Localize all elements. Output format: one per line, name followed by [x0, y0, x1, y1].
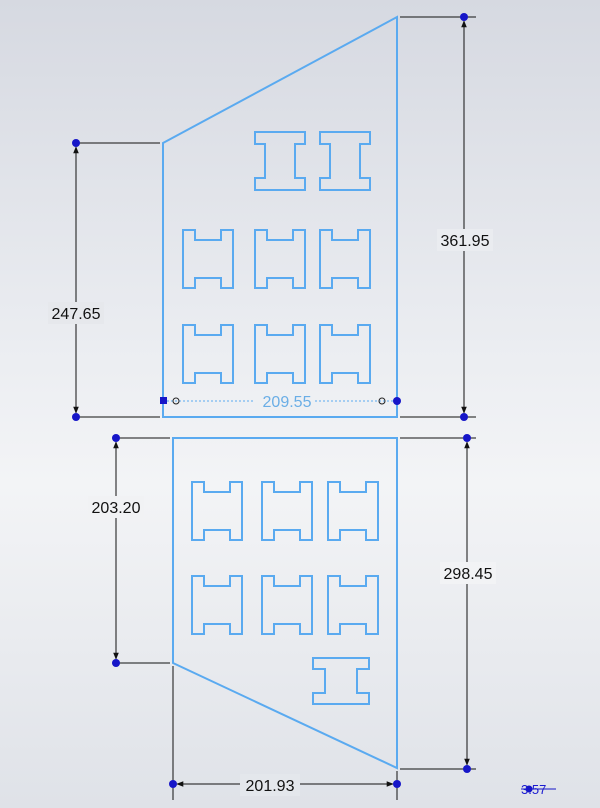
lower-cutouts: [191, 481, 379, 705]
corner-value-label[interactable]: 3.57: [521, 782, 546, 797]
lower-right-height-dimension[interactable]: 298.45: [400, 434, 496, 773]
lower-left-height-label[interactable]: 203.20: [92, 500, 141, 517]
endpoint-marker[interactable]: [172, 397, 180, 405]
slot-cutout[interactable]: [319, 324, 371, 384]
upper-left-height-label[interactable]: 247.65: [52, 306, 101, 323]
upper-right-height-label[interactable]: 361.95: [441, 233, 490, 250]
slot-cutout[interactable]: [254, 229, 306, 289]
endpoint-marker[interactable]: [169, 780, 177, 788]
upper-part[interactable]: [162, 15, 398, 418]
slot-cutout[interactable]: [312, 657, 370, 705]
lower-right-height-label[interactable]: 298.45: [444, 566, 493, 583]
slot-cutout[interactable]: [254, 324, 306, 384]
endpoint-marker[interactable]: [72, 413, 80, 421]
endpoint-marker[interactable]: [460, 13, 468, 21]
upper-left-height-dimension[interactable]: 247.65: [48, 139, 160, 421]
upper-part-outline[interactable]: [162, 15, 398, 418]
slot-cutout[interactable]: [191, 481, 243, 541]
slot-cutout[interactable]: [261, 481, 313, 541]
slot-cutout[interactable]: [327, 575, 379, 635]
endpoint-marker[interactable]: [112, 434, 120, 442]
corner-dimension[interactable]: 3.57: [521, 782, 556, 797]
slot-cutout[interactable]: [182, 324, 234, 384]
endpoint-marker[interactable]: [378, 397, 386, 405]
slot-cutout[interactable]: [261, 575, 313, 635]
endpoint-marker[interactable]: [112, 659, 120, 667]
slot-cutout[interactable]: [327, 481, 379, 541]
slot-cutout[interactable]: [319, 131, 371, 191]
slot-cutout[interactable]: [182, 229, 234, 289]
lower-width-label[interactable]: 201.93: [246, 778, 295, 795]
endpoint-marker[interactable]: [393, 397, 401, 405]
slot-cutout[interactable]: [319, 229, 371, 289]
endpoint-marker[interactable]: [460, 413, 468, 421]
slot-cutout[interactable]: [254, 131, 306, 191]
upper-width-label[interactable]: 209.55: [263, 394, 312, 411]
endpoint-marker[interactable]: [463, 434, 471, 442]
upper-cutouts: [182, 131, 371, 384]
lower-part[interactable]: [172, 437, 398, 770]
endpoint-marker[interactable]: [160, 397, 167, 404]
endpoint-marker[interactable]: [393, 780, 401, 788]
slot-cutout[interactable]: [191, 575, 243, 635]
upper-right-height-dimension[interactable]: 361.95: [400, 13, 493, 421]
lower-left-height-dimension[interactable]: 203.20: [88, 434, 170, 667]
lower-part-outline[interactable]: [172, 437, 398, 770]
endpoint-marker[interactable]: [72, 139, 80, 147]
lower-width-dimension[interactable]: 201.93: [169, 666, 401, 800]
upper-width-dimension[interactable]: 209.55: [160, 391, 401, 411]
endpoint-marker[interactable]: [463, 765, 471, 773]
